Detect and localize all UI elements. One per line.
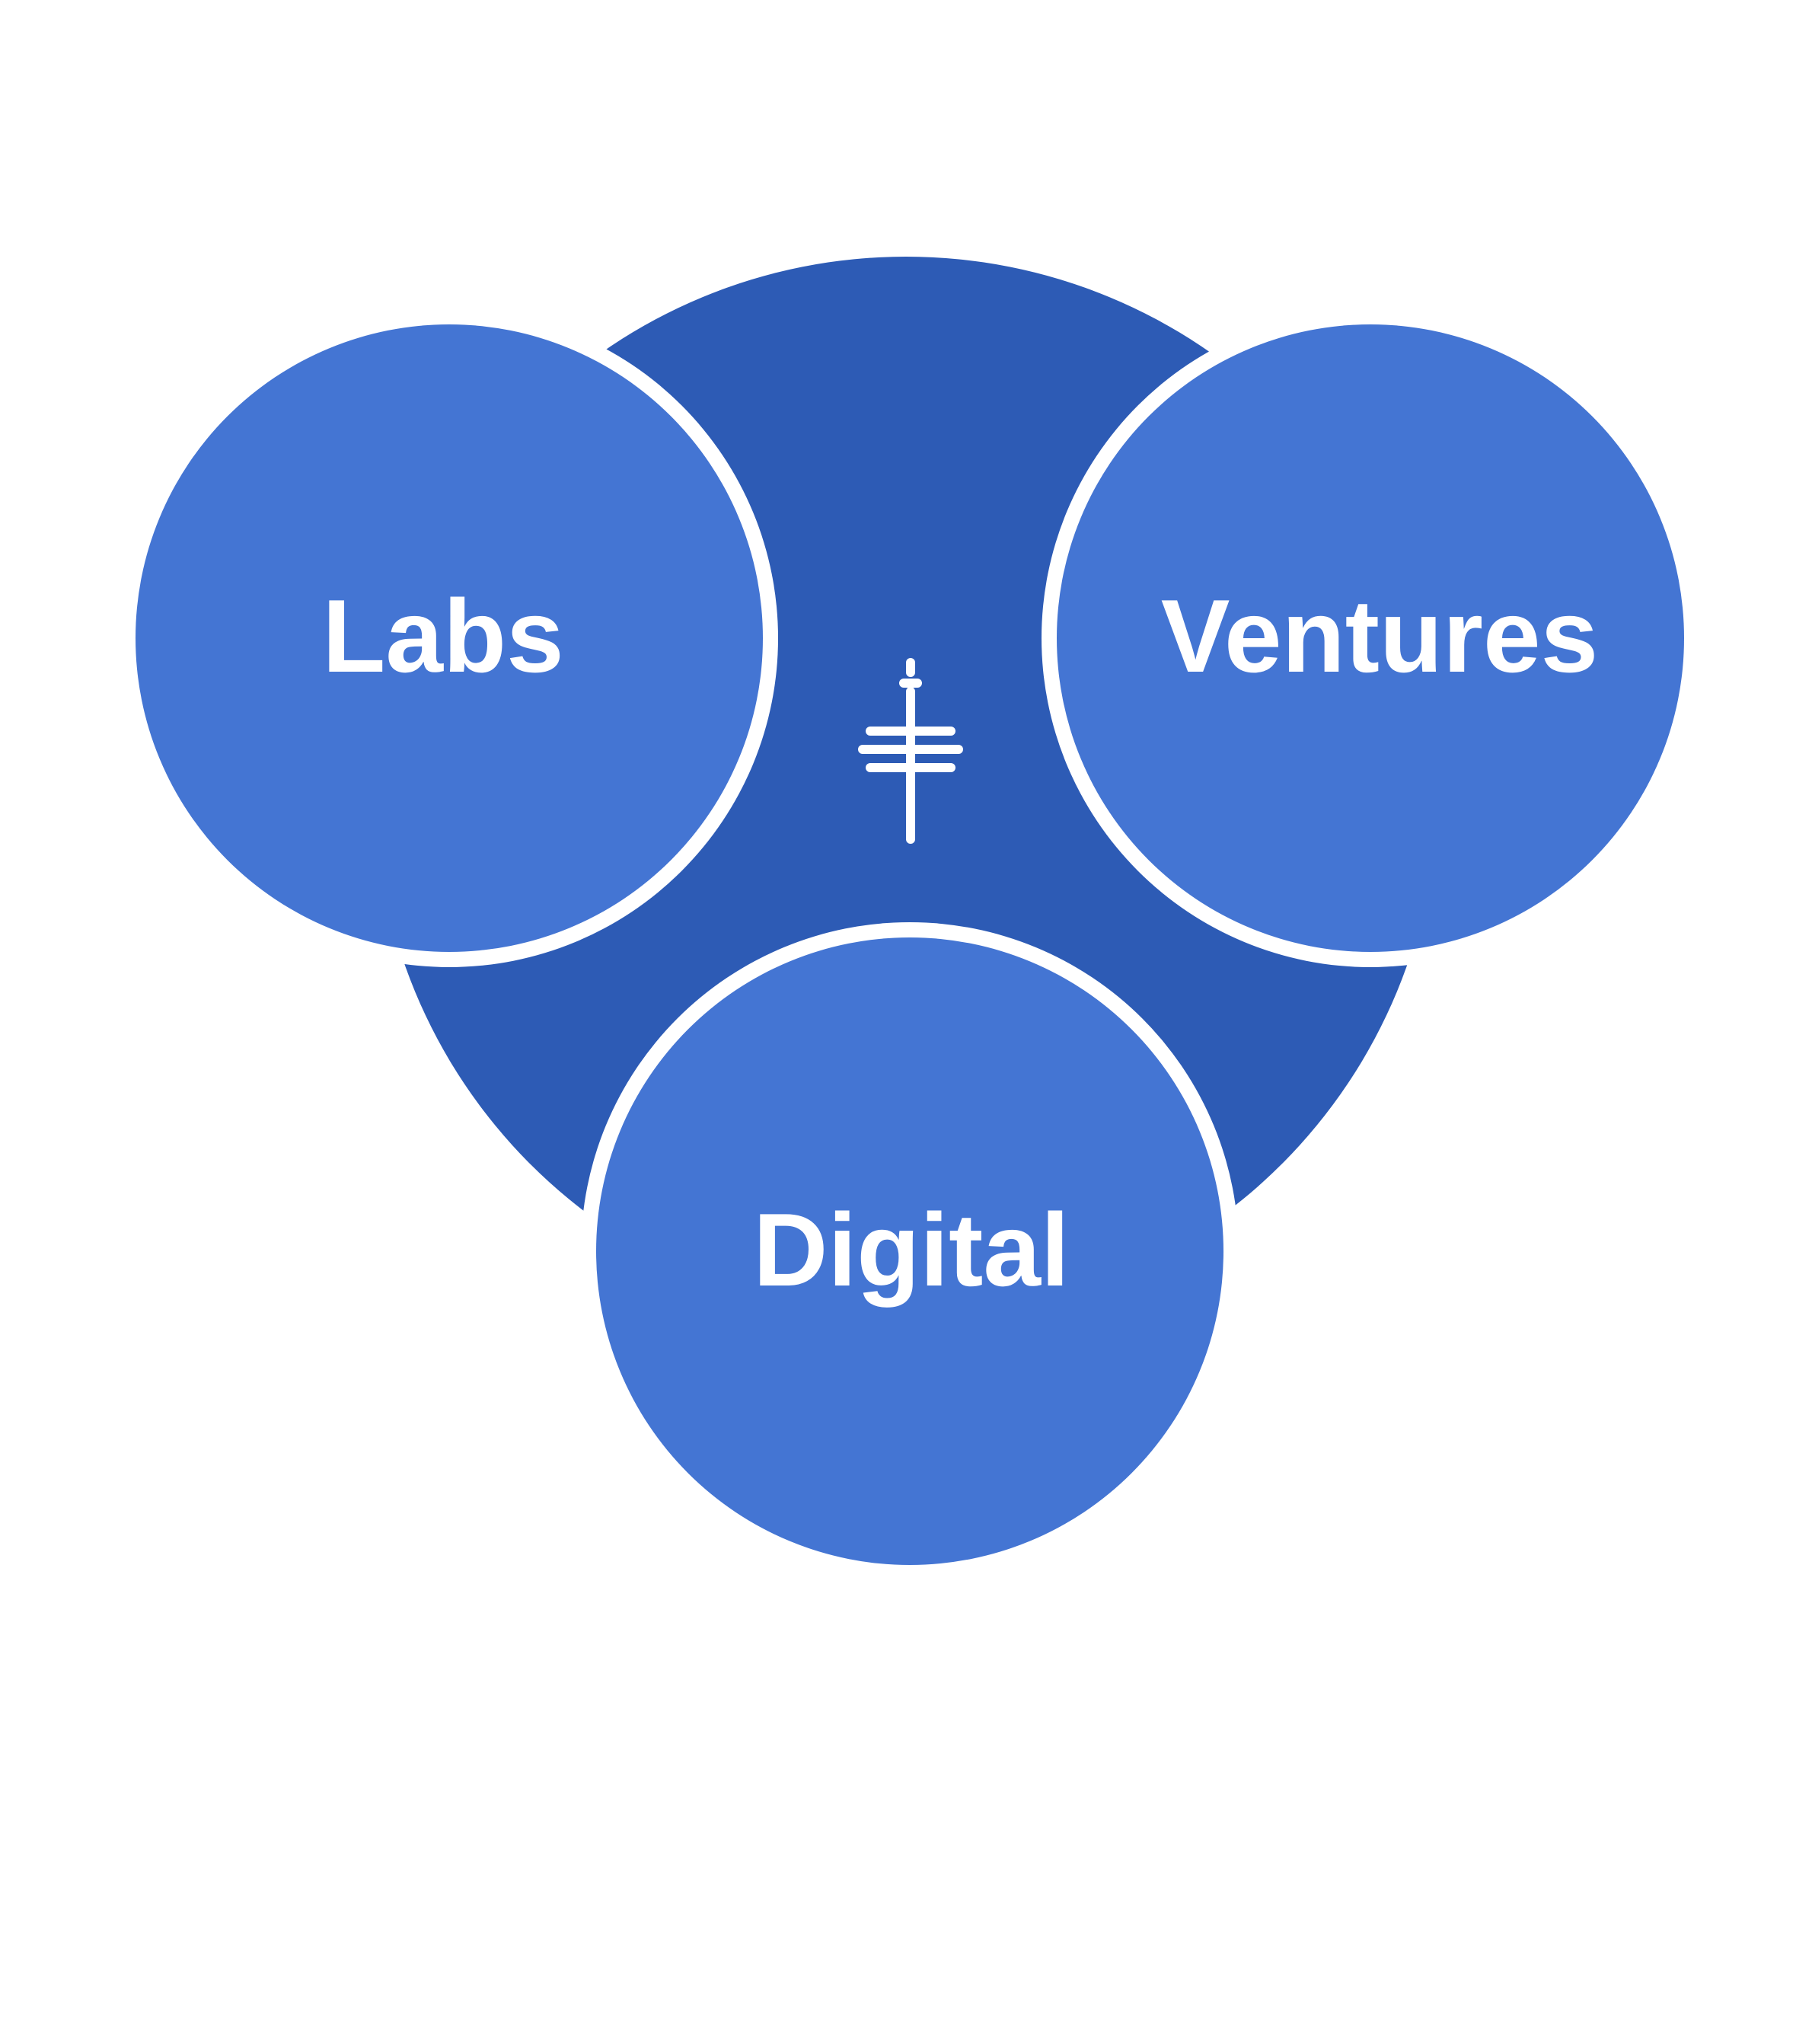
node-labs-circle bbox=[136, 324, 763, 952]
node-labs[interactable]: Labs bbox=[120, 309, 778, 967]
tower-logo-icon bbox=[858, 658, 963, 844]
node-digital[interactable]: Digital bbox=[581, 922, 1239, 1580]
node-digital-label: Digital bbox=[753, 1192, 1070, 1308]
node-labs-label: Labs bbox=[322, 578, 563, 694]
node-digital-circle bbox=[596, 937, 1223, 1565]
node-ventures-circle bbox=[1057, 324, 1684, 952]
node-ventures-label: Ventures bbox=[1161, 578, 1598, 694]
node-ventures[interactable]: Ventures bbox=[1042, 309, 1699, 967]
